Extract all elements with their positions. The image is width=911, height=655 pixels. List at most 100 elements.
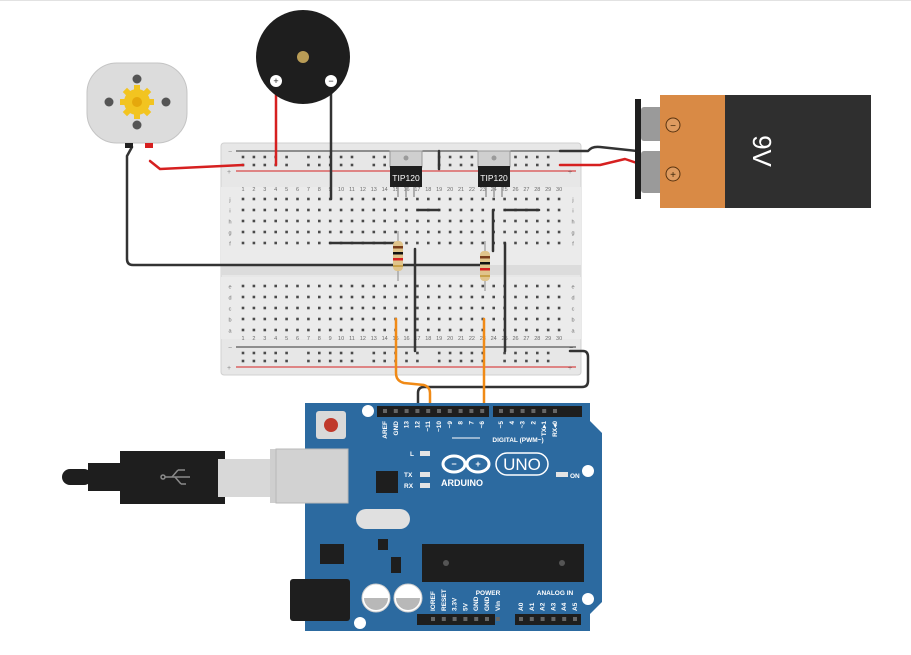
breadboard-hole[interactable] xyxy=(459,328,463,332)
breadboard-hole[interactable] xyxy=(383,317,386,321)
wire-battery-minus[interactable] xyxy=(558,145,639,153)
breadboard-hole[interactable] xyxy=(318,155,321,159)
breadboard-hole[interactable] xyxy=(448,306,452,310)
breadboard-hole[interactable] xyxy=(285,197,288,201)
breadboard-hole[interactable] xyxy=(339,208,343,212)
breadboard-hole[interactable] xyxy=(405,197,408,201)
breadboard-hole[interactable] xyxy=(383,208,386,212)
breadboard-hole[interactable] xyxy=(448,230,452,234)
breadboard-hole[interactable] xyxy=(437,284,441,288)
breadboard-hole[interactable] xyxy=(525,284,528,288)
breadboard-hole[interactable] xyxy=(361,230,365,234)
breadboard-hole[interactable] xyxy=(546,219,550,223)
breadboard-hole[interactable] xyxy=(427,306,430,310)
breadboard-hole[interactable] xyxy=(405,230,408,234)
breadboard-hole[interactable] xyxy=(241,230,245,234)
wire-motor-black[interactable] xyxy=(125,145,489,267)
breadboard-hole[interactable] xyxy=(481,197,485,201)
breadboard-hole[interactable] xyxy=(514,306,517,310)
breadboard-hole[interactable] xyxy=(503,230,506,234)
breadboard-hole[interactable] xyxy=(339,328,343,332)
breadboard-hole[interactable] xyxy=(459,219,463,223)
breadboard-hole[interactable] xyxy=(339,295,343,299)
power-pin[interactable] xyxy=(441,617,446,621)
breadboard-hole[interactable] xyxy=(350,295,354,299)
breadboard-hole[interactable] xyxy=(274,295,277,299)
digital-pin[interactable] xyxy=(383,409,387,413)
analog-pin[interactable] xyxy=(519,617,523,621)
breadboard-hole[interactable] xyxy=(459,208,463,212)
breadboard-hole[interactable] xyxy=(525,197,528,201)
breadboard-hole[interactable] xyxy=(372,284,376,288)
breadboard-hole[interactable] xyxy=(459,295,463,299)
breadboard-hole[interactable] xyxy=(318,163,321,167)
breadboard-hole[interactable] xyxy=(263,284,267,288)
breadboard-hole[interactable] xyxy=(437,351,441,355)
breadboard-hole[interactable] xyxy=(394,219,397,223)
breadboard-hole[interactable] xyxy=(470,230,474,234)
breadboard-hole[interactable] xyxy=(481,208,485,212)
breadboard-hole[interactable] xyxy=(437,295,441,299)
breadboard-hole[interactable] xyxy=(405,295,408,299)
breadboard-hole[interactable] xyxy=(296,295,299,299)
breadboard-hole[interactable] xyxy=(361,295,365,299)
breadboard-hole[interactable] xyxy=(307,306,310,310)
breadboard-hole[interactable] xyxy=(557,230,561,234)
breadboard-hole[interactable] xyxy=(361,306,365,310)
digital-pin[interactable] xyxy=(404,409,409,413)
breadboard-hole[interactable] xyxy=(296,328,299,332)
breadboard-hole[interactable] xyxy=(241,241,245,245)
digital-pin[interactable] xyxy=(480,409,485,413)
digital-pin[interactable] xyxy=(553,409,557,413)
breadboard-hole[interactable] xyxy=(372,359,376,363)
breadboard-hole[interactable] xyxy=(525,219,528,223)
breadboard-hole[interactable] xyxy=(318,317,321,321)
breadboard-hole[interactable] xyxy=(459,284,463,288)
breadboard-hole[interactable] xyxy=(318,328,321,332)
breadboard-hole[interactable] xyxy=(405,359,408,363)
breadboard-hole[interactable] xyxy=(263,351,267,355)
breadboard-hole[interactable] xyxy=(394,230,397,234)
breadboard-hole[interactable] xyxy=(252,351,256,355)
breadboard-hole[interactable] xyxy=(427,230,430,234)
breadboard-hole[interactable] xyxy=(285,208,288,212)
breadboard-hole[interactable] xyxy=(241,328,245,332)
breadboard-hole[interactable] xyxy=(405,351,408,355)
breadboard-hole[interactable] xyxy=(350,317,354,321)
breadboard-hole[interactable] xyxy=(416,284,419,288)
breadboard-hole[interactable] xyxy=(492,284,495,288)
breadboard-hole[interactable] xyxy=(328,317,332,321)
breadboard-hole[interactable] xyxy=(372,208,376,212)
breadboard-hole[interactable] xyxy=(416,295,419,299)
breadboard-hole[interactable] xyxy=(307,219,310,223)
breadboard-hole[interactable] xyxy=(514,230,517,234)
breadboard-hole[interactable] xyxy=(307,284,310,288)
breadboard-hole[interactable] xyxy=(274,241,277,245)
digital-pin[interactable] xyxy=(437,409,441,413)
breadboard-hole[interactable] xyxy=(546,351,550,355)
breadboard-hole[interactable] xyxy=(383,197,386,201)
breadboard-hole[interactable] xyxy=(307,241,310,245)
breadboard-hole[interactable] xyxy=(285,230,288,234)
breadboard-hole[interactable] xyxy=(318,197,321,201)
breadboard-hole[interactable] xyxy=(437,328,441,332)
breadboard-hole[interactable] xyxy=(437,317,441,321)
analog-pin[interactable] xyxy=(529,617,534,621)
breadboard-hole[interactable] xyxy=(416,351,419,355)
breadboard-hole[interactable] xyxy=(448,163,452,167)
breadboard-hole[interactable] xyxy=(470,163,474,167)
breadboard-hole[interactable] xyxy=(296,241,299,245)
wire-motor-red[interactable] xyxy=(148,159,245,171)
breadboard-hole[interactable] xyxy=(394,208,397,212)
breadboard-hole[interactable] xyxy=(492,317,495,321)
breadboard-hole[interactable] xyxy=(470,317,474,321)
breadboard-hole[interactable] xyxy=(252,155,256,159)
breadboard-hole[interactable] xyxy=(546,230,550,234)
breadboard-hole[interactable] xyxy=(470,241,474,245)
breadboard-hole[interactable] xyxy=(459,241,463,245)
breadboard-hole[interactable] xyxy=(492,328,495,332)
breadboard-hole[interactable] xyxy=(383,328,386,332)
breadboard-hole[interactable] xyxy=(296,306,299,310)
breadboard-hole[interactable] xyxy=(525,230,528,234)
breadboard-hole[interactable] xyxy=(546,306,550,310)
